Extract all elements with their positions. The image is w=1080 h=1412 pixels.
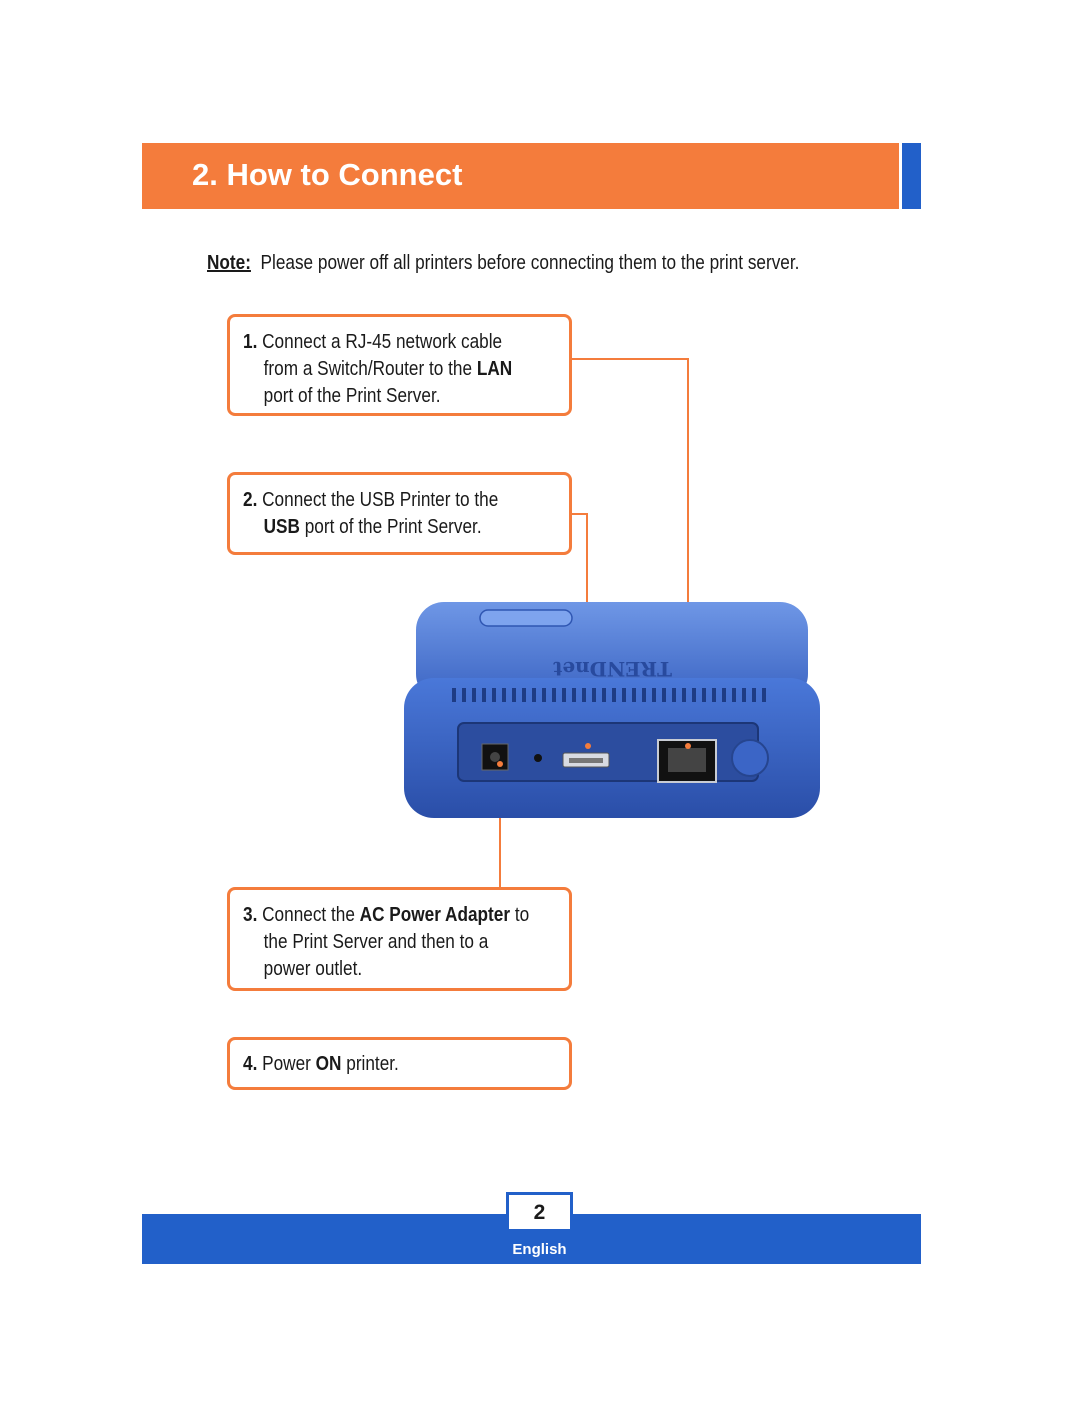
title-bar: 2. How to Connect	[142, 143, 899, 209]
step-3-number: 3.	[243, 904, 258, 926]
step-2-number: 2.	[243, 489, 258, 511]
step-1-box: 1. Connect a RJ-45 network cable from a …	[227, 314, 572, 416]
step-1-line1: Connect a RJ-45 network cable	[262, 331, 503, 353]
step-4-on: ON	[315, 1053, 342, 1075]
note: Note: Please power off all printers befo…	[207, 252, 799, 275]
step-4-number: 4.	[243, 1053, 258, 1075]
step-3-line2: the Print Server and then to a	[263, 931, 489, 953]
step-3-line3: power outlet.	[263, 958, 363, 980]
connector-power-vertical	[499, 764, 501, 887]
page-title: 2. How to Connect	[192, 157, 463, 192]
step-1-line3: port of the Print Server.	[263, 385, 441, 407]
step-3-line1-post: to	[510, 904, 530, 926]
step-4-pre: Power	[262, 1053, 316, 1075]
device-brand-text: TRENDnet	[552, 657, 672, 681]
step-3-box: 3. Connect the AC Power Adapter to the P…	[227, 887, 572, 991]
step-2-line1: Connect the USB Printer to the	[262, 489, 499, 511]
note-text: Please power off all printers before con…	[260, 252, 800, 274]
step-1-lan: LAN	[476, 358, 513, 380]
step-2-usb: USB	[263, 516, 300, 538]
print-server-device-image: TRENDnet	[404, 602, 820, 818]
step-2-box: 2. Connect the USB Printer to the USB po…	[227, 472, 572, 555]
page-number: 2	[506, 1192, 573, 1232]
step-1-line2: from a Switch/Router to the	[263, 358, 477, 380]
connector-usb-horizontal	[572, 513, 588, 515]
connector-lan-vertical	[687, 358, 689, 746]
step-2-line2: port of the Print Server.	[299, 516, 482, 538]
step-3-line1-pre: Connect the	[262, 904, 360, 926]
step-3-ac-power-adapter: AC Power Adapter	[359, 904, 511, 926]
step-4-post: printer.	[341, 1053, 399, 1075]
note-label: Note:	[207, 252, 251, 274]
footer-language: English	[512, 1241, 567, 1258]
step-4-box: 4. Power ON printer.	[227, 1037, 572, 1090]
connector-lan-horizontal	[572, 358, 689, 360]
step-1-number: 1.	[243, 331, 258, 353]
vent-slots	[452, 688, 766, 702]
title-accent-block	[902, 143, 921, 209]
